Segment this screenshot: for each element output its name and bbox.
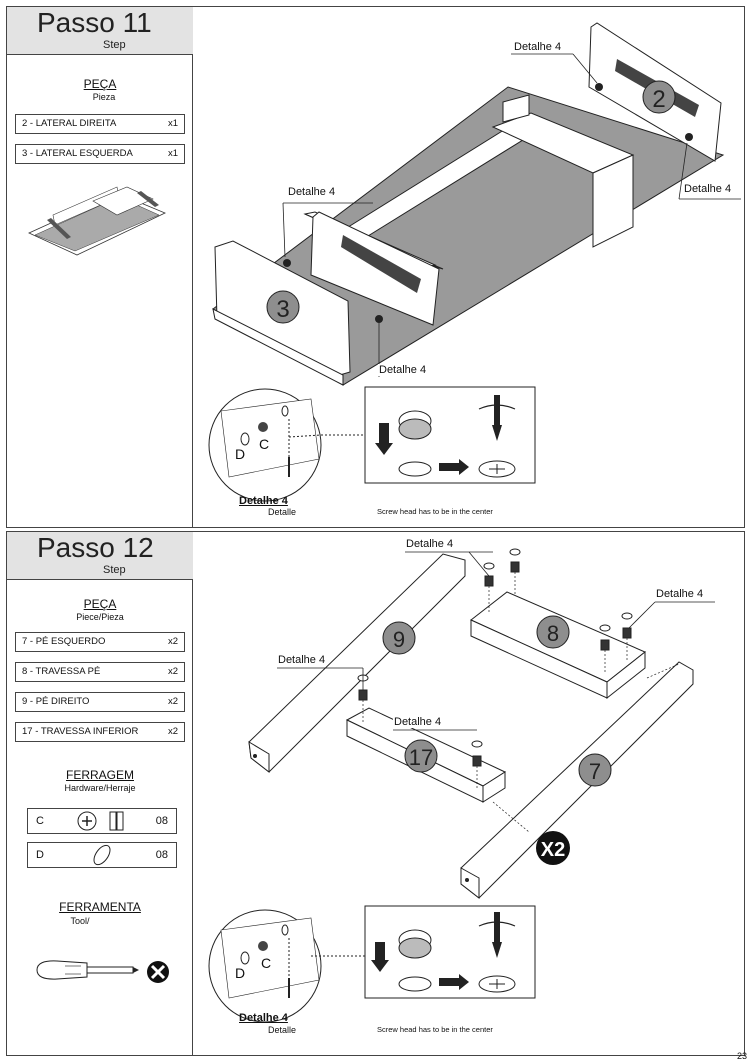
parts-heading: PEÇA — [83, 597, 117, 611]
parts-subheading: Pieza — [92, 92, 116, 102]
step-11-illustration: 2 3 D C — [193, 7, 744, 527]
dowel-icon — [93, 844, 111, 866]
part-row: 3 - LATERAL ESQUERDA x1 — [15, 144, 185, 164]
step-12-sidebar: Passo 12 Step PEÇA Piece/Pieza 7 - PÉ ES… — [7, 532, 193, 1055]
detail-letter: C — [261, 955, 271, 971]
detail-title: Detalhe 4 — [239, 1012, 288, 1024]
hardware-heading: FERRAGEM — [65, 768, 134, 782]
step-11-drawing: 2 3 D C — [208, 22, 741, 502]
part-number-label: 7 — [589, 759, 601, 784]
detail-callout: Detalhe 4 — [378, 364, 428, 376]
part-label: 2 - LATERAL DIREITA — [22, 118, 117, 129]
part-label: 17 - TRAVESSA INFERIOR — [22, 726, 139, 737]
part-number-label: 2 — [652, 86, 665, 113]
step-12-subtitle: Step — [103, 564, 126, 576]
detail-callout: Detalhe 4 — [655, 588, 705, 600]
part-label: 3 - LATERAL ESQUERDA — [22, 148, 133, 159]
step-12-title: Passo 12 — [37, 532, 154, 563]
screwdriver-icon — [36, 960, 169, 983]
part-qty: x2 — [167, 666, 178, 677]
step-11-header: Passo 11 Step — [7, 7, 193, 55]
detail-letter: D — [235, 446, 245, 462]
detail-callout: Detalhe 4 — [405, 538, 455, 550]
part-row: 17 - TRAVESSA INFERIOR x2 — [15, 722, 185, 742]
hardware-code: D — [36, 849, 44, 861]
parts-subheading: Piece/Pieza — [76, 612, 124, 622]
cam-lock-icon — [77, 811, 124, 831]
part-row: 9 - PÉ DIREITO x2 — [15, 692, 185, 712]
part-number-label: 8 — [547, 621, 559, 646]
hardware-row: C 08 — [27, 808, 177, 834]
detail-callout: Detalhe 4 — [513, 41, 563, 53]
step-11-subtitle: Step — [103, 39, 126, 51]
instruction-caption: Screw head has to be in the center — [377, 507, 493, 516]
hardware-qty: 08 — [155, 815, 168, 827]
step-12-header: Passo 12 Step — [7, 532, 193, 580]
detail-title: Detalhe 4 — [239, 495, 288, 507]
part-label: 9 - PÉ DIREITO — [22, 696, 90, 707]
tool-subheading: Tool/ — [70, 916, 90, 926]
step-12-panel: Passo 12 Step PEÇA Piece/Pieza 7 - PÉ ES… — [6, 531, 745, 1056]
step-12-drawing: 9 8 17 7 X2 D C — [208, 548, 715, 1023]
hardware-code: C — [36, 815, 44, 827]
step-11-panel: Passo 11 Step PEÇA Pieza 2 - LATERAL DIR… — [6, 6, 745, 528]
cabinet-thumbnail — [28, 186, 166, 256]
part-qty: x1 — [167, 118, 178, 129]
part-row: 7 - PÉ ESQUERDO x2 — [15, 632, 185, 652]
detail-callout: Detalhe 4 — [393, 716, 443, 728]
detail-callout: Detalhe 4 — [287, 186, 337, 198]
detail-subtitle: Detalle — [268, 507, 297, 517]
part-qty: x2 — [167, 636, 178, 647]
step-11-sidebar: Passo 11 Step PEÇA Pieza 2 - LATERAL DIR… — [7, 7, 193, 527]
part-number-label: 17 — [409, 745, 433, 770]
part-label: 8 - TRAVESSA PÉ — [22, 666, 101, 677]
detail-subtitle: Detalle — [268, 1025, 297, 1035]
tool-heading: FERRAMENTA — [59, 900, 141, 914]
part-number-label: 3 — [276, 296, 289, 323]
part-label: 7 - PÉ ESQUERDO — [22, 636, 106, 647]
part-qty: x1 — [167, 148, 178, 159]
detail-callout: Detalhe 4 — [683, 183, 733, 195]
step-12-illustration: 9 8 17 7 X2 D C — [193, 532, 744, 1055]
part-qty: x2 — [167, 696, 178, 707]
step-11-title: Passo 11 — [37, 7, 152, 38]
instruction-caption: Screw head has to be in the center — [377, 1025, 493, 1034]
part-row: 2 - LATERAL DIREITA x1 — [15, 114, 185, 134]
part-number-label: 9 — [393, 627, 405, 652]
page-number: 23 — [736, 1051, 747, 1061]
multiplier-badge: X2 — [541, 839, 565, 861]
detail-letter: C — [259, 436, 269, 452]
hardware-subheading: Hardware/Herraje — [64, 783, 136, 793]
parts-heading: PEÇA — [83, 77, 117, 91]
hardware-qty: 08 — [155, 849, 168, 861]
detail-callout: Detalhe 4 — [277, 654, 327, 666]
part-qty: x2 — [167, 726, 178, 737]
detail-letter: D — [235, 965, 245, 981]
hardware-row: D 08 — [27, 842, 177, 868]
part-row: 8 - TRAVESSA PÉ x2 — [15, 662, 185, 682]
